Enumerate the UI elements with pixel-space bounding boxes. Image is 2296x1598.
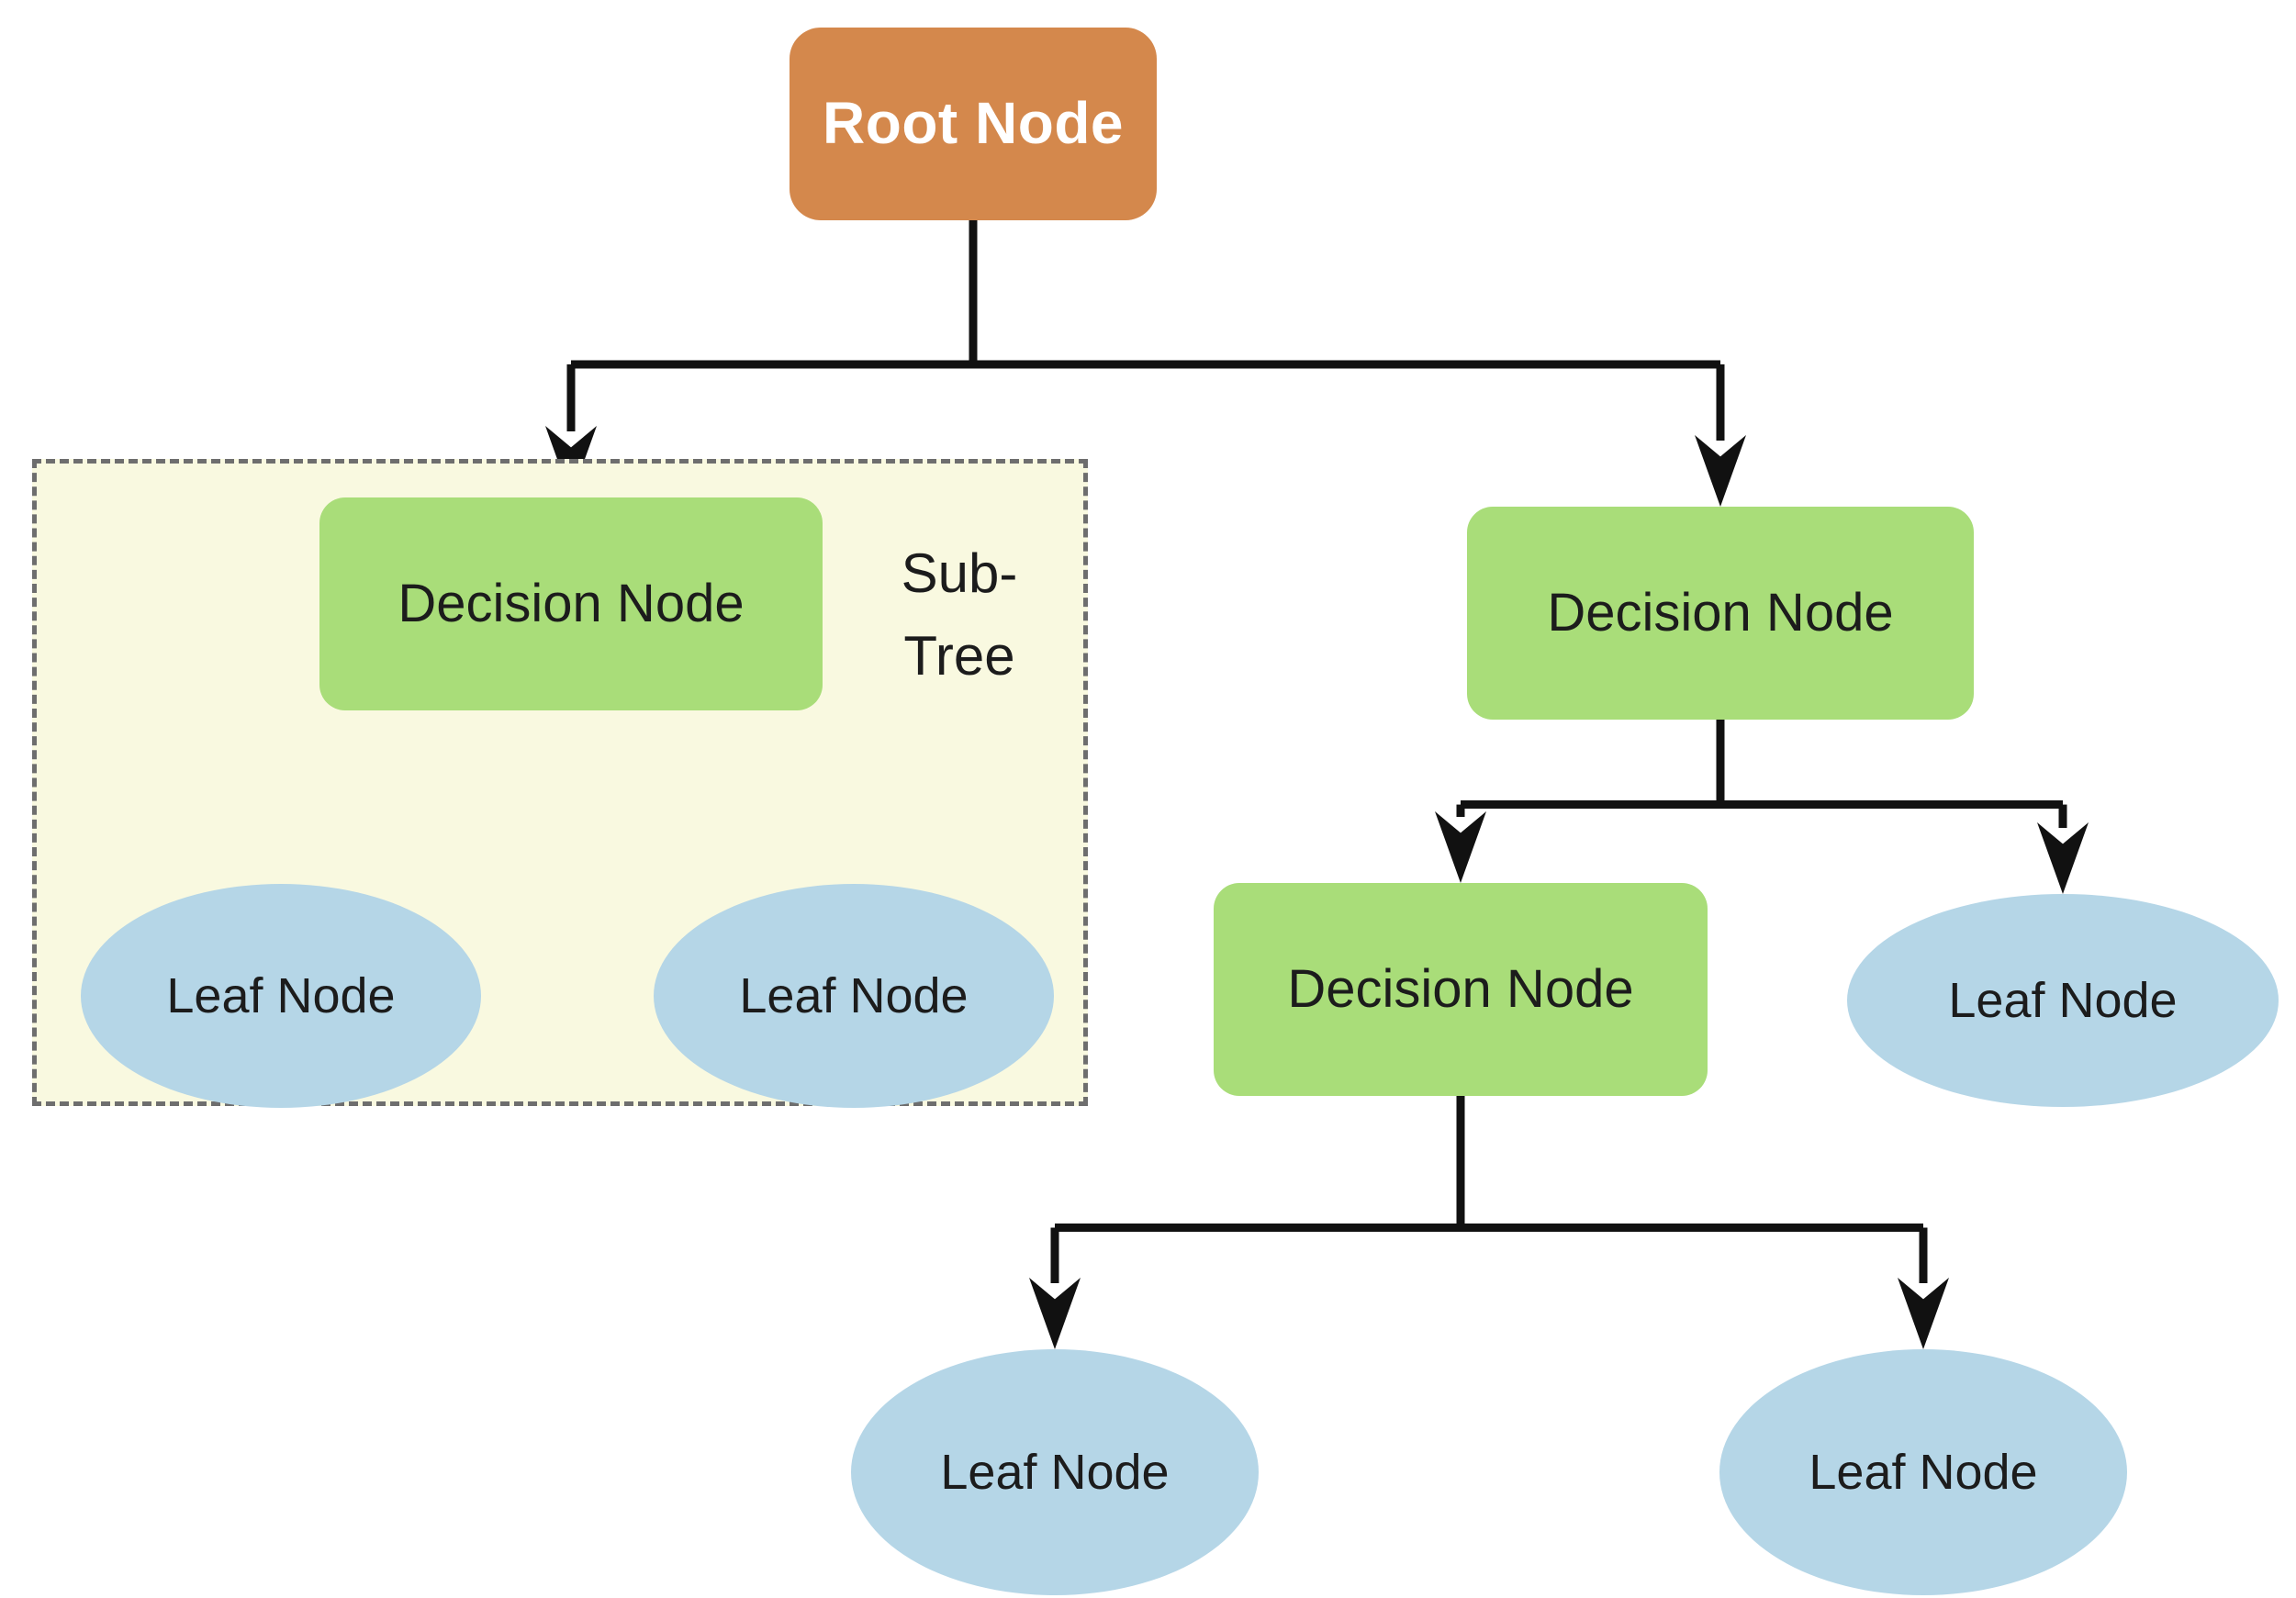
node-label-leaf-2: Leaf Node (739, 967, 969, 1023)
subtree-label-line2: Tree (903, 625, 1015, 687)
arrowhead-icon (1898, 1278, 1949, 1349)
node-leaf-1[interactable]: Leaf Node (81, 884, 481, 1108)
subtree-label-line1: Sub- (901, 542, 1018, 604)
node-label-leaf-3: Leaf Node (1948, 972, 2178, 1028)
node-leaf-5[interactable]: Leaf Node (1719, 1349, 2127, 1595)
node-decision-3[interactable]: Decision Node (1214, 883, 1708, 1096)
node-root[interactable]: Root Node (790, 28, 1157, 220)
node-label-leaf-1: Leaf Node (166, 967, 396, 1023)
edge-group-decision-2 (1435, 720, 2089, 894)
node-label-leaf-5: Leaf Node (1809, 1444, 2038, 1500)
arrowhead-icon (1695, 435, 1746, 507)
edge-group-decision-3 (1029, 1096, 1949, 1349)
arrowhead-icon (2037, 822, 2089, 894)
node-label-decision-1: Decision Node (398, 573, 745, 633)
node-decision-1[interactable]: Decision Node (319, 497, 823, 710)
node-label-leaf-4: Leaf Node (940, 1444, 1170, 1500)
node-decision-2[interactable]: Decision Node (1467, 507, 1974, 720)
arrowhead-icon (1435, 811, 1486, 883)
node-leaf-3[interactable]: Leaf Node (1847, 894, 2279, 1107)
node-leaf-2[interactable]: Leaf Node (654, 884, 1054, 1108)
subtree-label: Sub- Tree (845, 532, 1074, 698)
arrowhead-icon (1029, 1278, 1081, 1349)
node-leaf-4[interactable]: Leaf Node (851, 1349, 1259, 1595)
node-label-decision-3: Decision Node (1287, 958, 1634, 1019)
node-label-decision-2: Decision Node (1547, 582, 1894, 643)
node-label-root: Root Node (823, 90, 1124, 157)
edge-group-root (545, 220, 1746, 507)
